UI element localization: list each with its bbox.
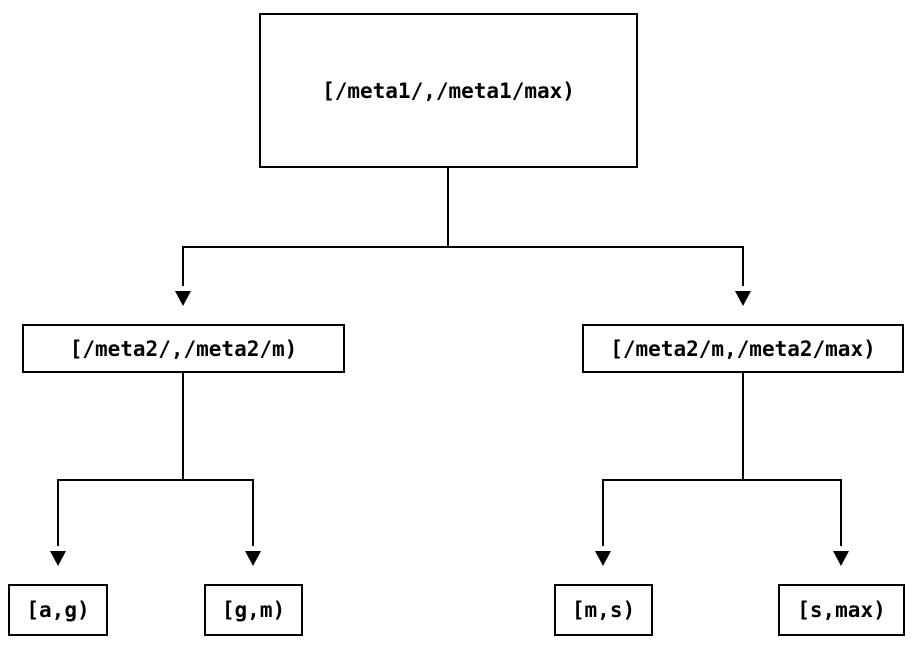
arrowhead-down-icon <box>175 291 191 306</box>
arrowhead-down-icon <box>833 551 849 566</box>
node-label: [/meta1/,/meta1/max) <box>322 78 575 103</box>
connector-left-stem <box>182 373 184 479</box>
right-interval-node: [/meta2/m,/meta2/max) <box>582 324 904 373</box>
left-interval-node: [/meta2/,/meta2/m) <box>22 324 345 373</box>
leaf-node-gm: [g,m) <box>204 584 303 636</box>
node-label: [a,g) <box>26 598 90 622</box>
node-label: [s,max) <box>797 598 886 622</box>
leaf-node-smax: [s,max) <box>778 584 905 636</box>
connector-left-to-ag-drop <box>57 479 59 546</box>
leaf-node-ag: [a,g) <box>8 584 108 636</box>
connector-left-to-gm-drop <box>252 479 254 546</box>
arrowhead-down-icon <box>50 551 66 566</box>
node-label: [g,m) <box>221 598 286 622</box>
connector-root-to-left-drop <box>182 246 184 286</box>
connector-right-to-ms-drop <box>602 479 604 546</box>
node-label: [/meta2/m,/meta2/max) <box>610 336 876 361</box>
arrowhead-down-icon <box>245 551 261 566</box>
connector-right-stem <box>742 373 744 479</box>
connector-left-branch <box>57 479 254 481</box>
node-label: [/meta2/,/meta2/m) <box>69 336 298 361</box>
connector-root-branch <box>182 246 744 248</box>
leaf-node-ms: [m,s) <box>554 584 653 636</box>
connector-right-to-smax-drop <box>840 479 842 546</box>
connector-right-branch <box>602 479 842 481</box>
connector-root-stem <box>447 168 449 246</box>
connector-root-to-right-drop <box>742 246 744 286</box>
root-interval-node: [/meta1/,/meta1/max) <box>259 13 638 168</box>
node-label: [m,s) <box>571 598 636 622</box>
arrowhead-down-icon <box>735 291 751 306</box>
arrowhead-down-icon <box>595 551 611 566</box>
